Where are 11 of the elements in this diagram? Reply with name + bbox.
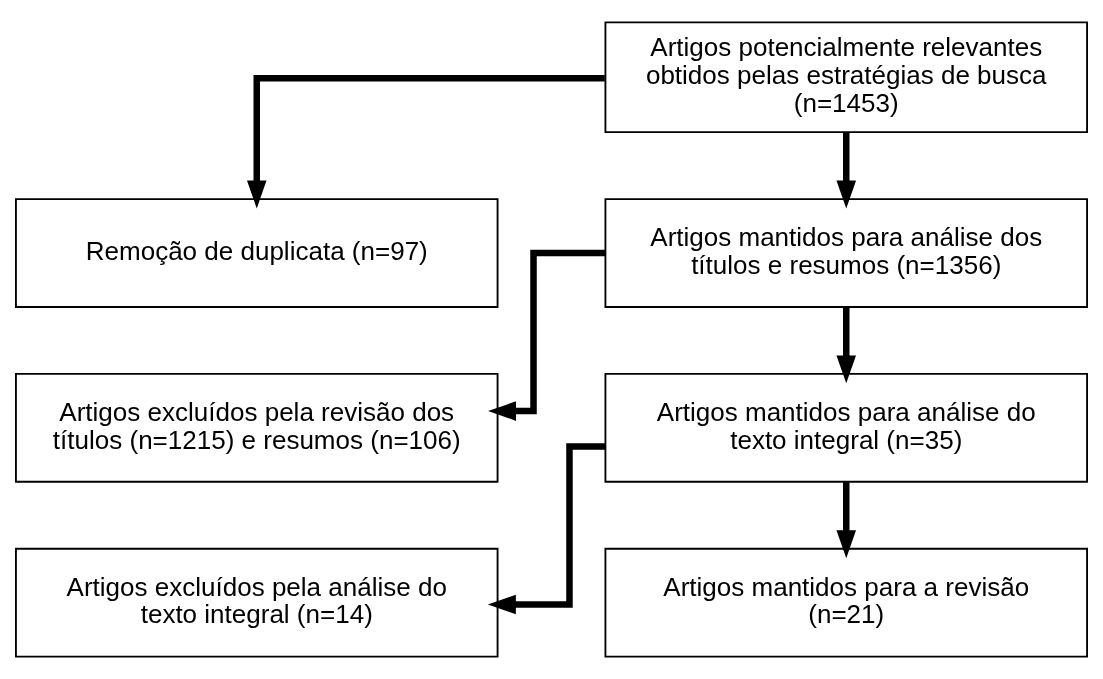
arrow [487,443,606,615]
node-box: Artigos excluídos pela análise do texto integral (n=14) [15,547,499,658]
node-box: Artigos mantidos para análise dos títulos e resumos (n=1356) [604,198,1088,308]
node-box: Artigos excluídos pela revisão dos títulos (n=1215) e resumos (n=106) [15,372,499,483]
arrow [488,249,606,421]
node-box: Remoção de duplicata (n=97) [15,198,499,308]
node-box: Artigos mantidos para análise do texto integral (n=35) [604,372,1088,483]
arrow [836,132,857,209]
node-box: Artigos mantidos para a revisão (n=21) [604,547,1088,658]
node-box: Artigos potencialmente relevantes obtidos pelas estratégias de busca (n=1453) [604,21,1088,134]
arrow [836,307,857,384]
